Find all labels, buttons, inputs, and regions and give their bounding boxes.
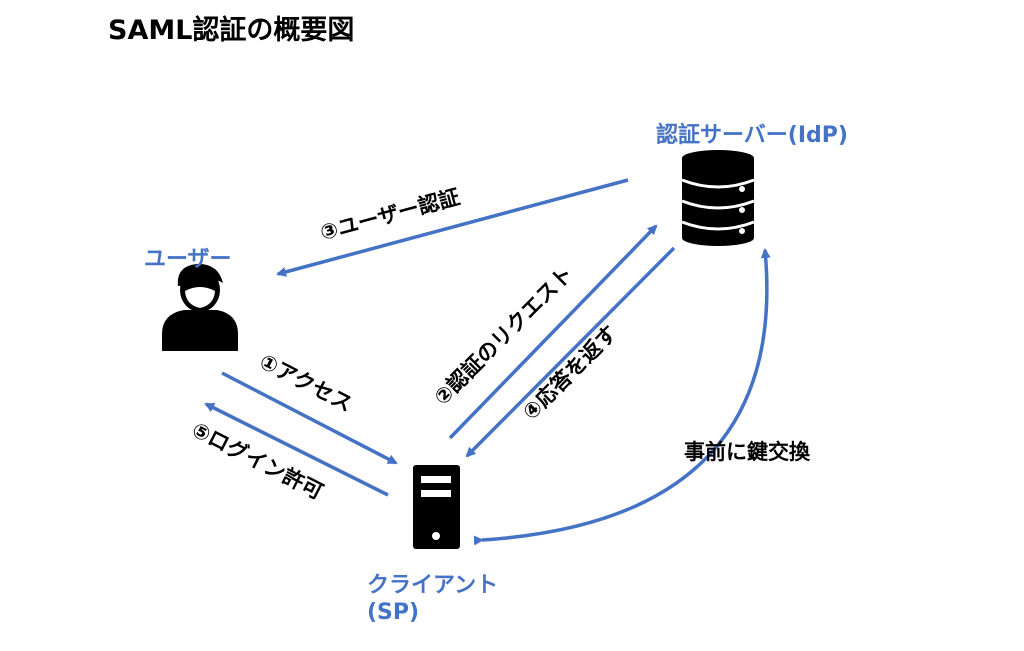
sp-label-line2: (SP) [367,600,420,625]
sp-label-line1: クライアント [367,573,499,598]
arrow-key-exchange [473,248,771,546]
user-icon [162,263,238,351]
edge-label-key-exchange: 事前に鍵交換 [684,440,810,464]
arrow-access [221,371,398,465]
database-icon [681,150,755,246]
idp-label: 認証サーバー(IdP) [656,123,848,148]
arrow-login-permit [204,402,389,497]
user-label: ユーザー [144,247,232,272]
server-icon [413,465,460,549]
arrow-user-auth [276,178,629,277]
page-title: SAML認証の概要図 [108,15,355,46]
